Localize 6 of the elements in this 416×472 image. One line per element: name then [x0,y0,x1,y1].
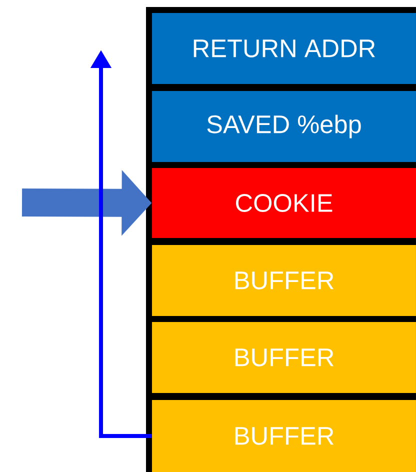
stack-slot: BUFFER [152,322,416,393]
stack-slot: RETURN ADDR [152,13,416,84]
stack-slot: BUFFER [152,245,416,316]
stack-slot: COOKIE [152,168,416,238]
stack-slot: SAVED %ebp [152,91,416,162]
stack-slot: BUFFER [152,400,416,472]
